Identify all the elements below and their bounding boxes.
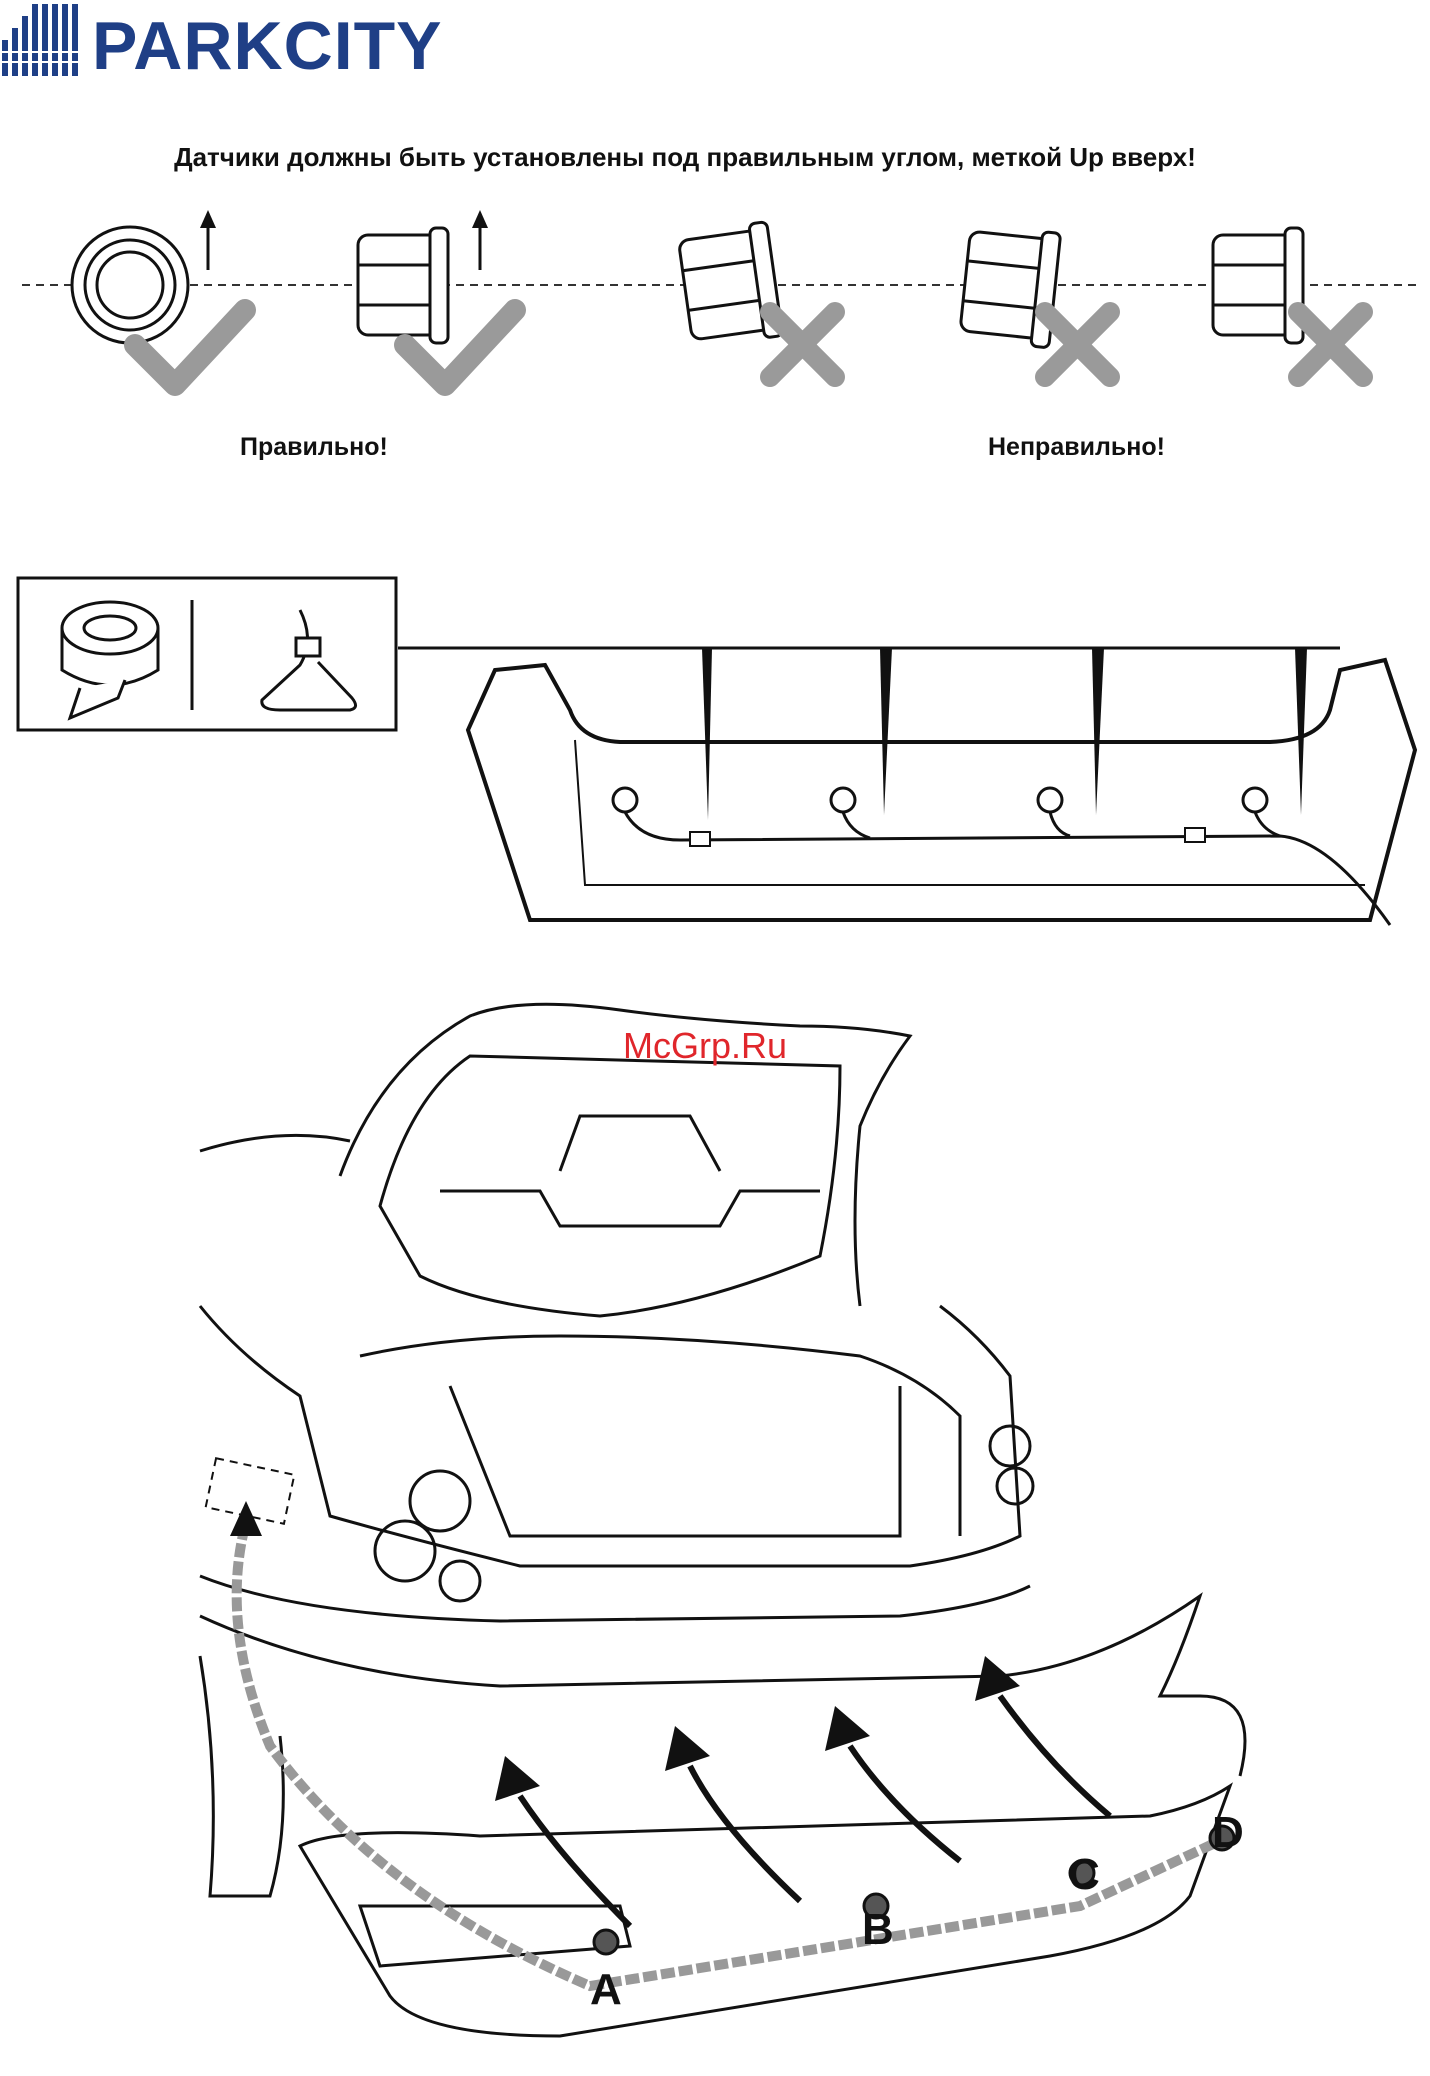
cross-mark-icon [1045, 312, 1110, 377]
side-sensor-tilted-icon [959, 224, 1061, 348]
logo-bars-icon [0, 0, 90, 80]
ring-sensor-icon [72, 227, 188, 343]
sensor-orientation-diagram [0, 180, 1430, 600]
brand-name: PARKCITY [92, 12, 443, 80]
cross-mark-icon [1298, 312, 1363, 377]
position-label-c: C [1068, 1850, 1100, 1900]
cross-mark-icon [770, 312, 835, 377]
mount-arrow-icon [495, 1656, 1110, 1926]
position-label-b: B [862, 1905, 894, 1955]
watermark-text: McGrp.Ru [623, 1025, 787, 1067]
up-arrow-icon [472, 210, 488, 270]
bumper-wiring-diagram [0, 570, 1430, 930]
label-wrong: Неправильно! [988, 433, 1165, 462]
position-label-d: D [1212, 1808, 1244, 1858]
car-installation-diagram [0, 976, 1430, 2076]
side-sensor-icon [358, 228, 448, 343]
sensor-a [594, 1930, 618, 1954]
side-sensor-tilted-icon [677, 222, 782, 348]
label-correct: Правильно! [240, 433, 388, 462]
up-arrow-icon [200, 210, 216, 270]
side-sensor-icon [1213, 228, 1303, 343]
brand-logo: PARKCITY [0, 0, 420, 90]
page-heading: Датчики должны быть установлены под прав… [0, 142, 1400, 173]
position-label-a: A [590, 1965, 622, 2015]
